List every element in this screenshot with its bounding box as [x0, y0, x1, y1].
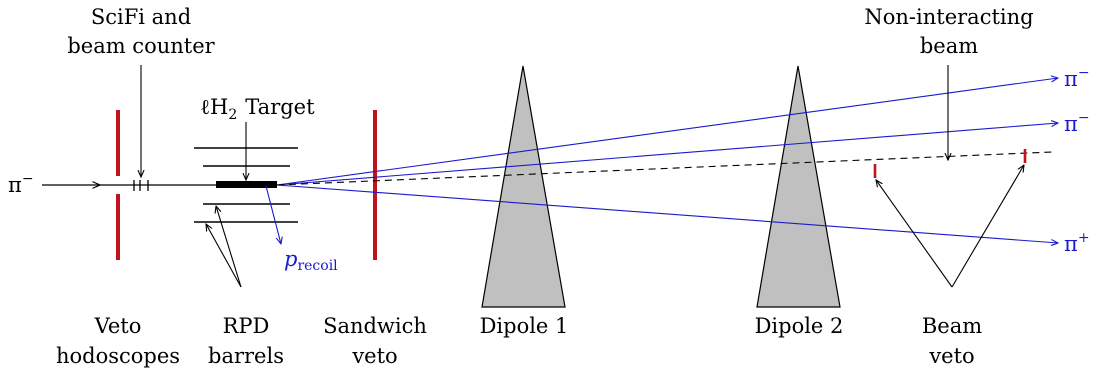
scifi-label-line2: beam counter	[67, 34, 215, 58]
non-interacting-label-line2: beam	[920, 34, 978, 58]
dipole-1-magnet	[481, 65, 566, 308]
track-pi-minus-1	[276, 78, 1058, 186]
rpd-arrow-1	[206, 224, 242, 288]
non-interacting-beam-line	[276, 151, 1053, 186]
precoil-label: precoil	[284, 247, 338, 274]
sandwich-label-line2: veto	[351, 344, 397, 368]
beam-veto-arrow-1	[876, 180, 953, 288]
beam-in-label: π−	[8, 171, 34, 197]
lh2-target	[216, 181, 277, 188]
dipole-2-label: Dipole 2	[755, 314, 844, 338]
beam-veto-arrow-2	[951, 165, 1024, 288]
out-pi-minus-1-label: π−	[1064, 65, 1090, 91]
veto-label-line1: Veto	[94, 314, 142, 338]
veto-label-line2: hodoscopes	[56, 344, 180, 368]
out-pi-plus-label: π+	[1064, 230, 1090, 256]
out-pi-minus-2-label: π−	[1064, 110, 1090, 136]
scifi-label-line1: SciFi and	[91, 5, 191, 29]
non-interacting-label-line1: Non-interacting	[864, 5, 1033, 29]
track-pi-minus-2	[276, 123, 1058, 186]
beam-veto-label-line1: Beam	[922, 314, 982, 338]
rpd-arrow-2	[216, 206, 242, 288]
beam-veto-label-line2: veto	[928, 344, 974, 368]
recoil-proton-track	[265, 185, 281, 244]
rpd-label-line1: RPD	[223, 314, 270, 338]
dipole-2-magnet	[756, 65, 841, 308]
rpd-label-line2: barrels	[208, 344, 284, 368]
sandwich-label-line1: Sandwich	[323, 314, 427, 338]
dipole-1-label: Dipole 1	[480, 314, 569, 338]
track-pi-plus	[276, 184, 1058, 243]
